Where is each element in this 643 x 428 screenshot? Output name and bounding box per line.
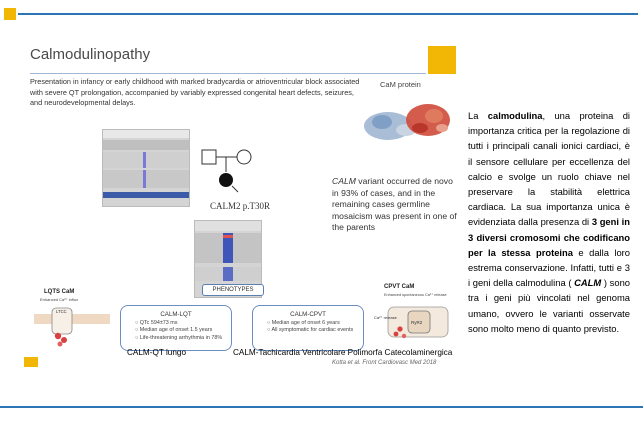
cpvt-cartoon: CPVT CaM Enhanced spontaneous Ca²⁺ relea… (370, 281, 458, 351)
variant-description-rest: variant occurred de novo in 93% of cases… (332, 176, 457, 233)
title-rule (30, 73, 426, 74)
protein-structure-image: CaM protein (354, 76, 458, 158)
calm-lqt-item: ○ QTc 594±73 ms (135, 319, 178, 326)
side-text-bold-italic: CALM (574, 277, 601, 288)
calm-cpvt-title: CALM-CPVT (290, 311, 326, 318)
pedigree-diagram (198, 148, 268, 208)
cpvt-cartoon-title: CPVT CaM (384, 284, 414, 290)
sequencing-trace-middle (194, 220, 262, 298)
embedded-slide: Calmodulinopathy Presentation in infancy… (24, 36, 460, 374)
calm-lqt-item: ○ Life-threatening arrhythmia in 78% (135, 334, 223, 341)
calm-cpvt-box: CALM-CPVT ○ Median age of onset 6 years … (252, 305, 364, 351)
side-text-segment: e dalla loro estrema conservazione. Infa… (468, 246, 630, 289)
top-accent-square (4, 8, 16, 20)
calm-cpvt-item: ○ All symptomatic for cardiac events (267, 327, 354, 333)
lqts-cartoon-subtitle: Enhanced Ca²⁺ influx (40, 297, 78, 302)
slide-title: Calmodulinopathy (30, 46, 151, 63)
variant-label: CALM2 p.T30R (210, 201, 271, 211)
top-rule (18, 13, 638, 15)
lqts-cartoon-channel: LTCC (56, 309, 67, 314)
cpvt-caption: CALM-Tachicardia Ventricolare Polimorfa … (233, 348, 453, 357)
sequencing-trace-top (102, 129, 190, 207)
phenotypes-label: PHENOTYPES (202, 284, 264, 296)
calm-cpvt-item: ○ Median age of onset 6 years (267, 319, 340, 326)
side-text-segment: ) sono tra i geni più vincolati nel geno… (468, 277, 630, 334)
cpvt-cartoon-channel: RyR2 (411, 320, 423, 325)
bottom-accent-square (24, 357, 38, 367)
calm-lqt-box: CALM-LQT ○ QTc 594±73 ms ○ Median age of… (120, 305, 232, 351)
ryanodine-receptor-icon: CPVT CaM Enhanced spontaneous Ca²⁺ relea… (374, 284, 449, 339)
top-bar (0, 0, 643, 30)
side-description: La calmodulina, una proteina di importan… (468, 108, 630, 336)
bottom-rule (0, 406, 643, 408)
lqts-cartoon-title: LQTS CaM (44, 289, 74, 295)
sequencing-trace-icon (195, 221, 261, 281)
variant-gene-name: CALM (332, 176, 356, 186)
side-text-bold: calmodulina (487, 110, 543, 121)
title-accent-square (428, 46, 456, 74)
protein-title: CaM protein (380, 80, 421, 89)
side-text-bold: 3 geni in 3 diversi cromosomi che codifi… (468, 216, 630, 258)
lqts-caption: CALM-QT lungo (127, 348, 187, 357)
sequencing-trace-icon (103, 130, 189, 198)
variant-description: CALM variant occurred de novo in 93% of … (332, 176, 458, 234)
calm-lqt-title: CALM-LQT (160, 311, 192, 318)
side-text-segment: , una proteina di importanza critica per… (468, 110, 630, 228)
pedigree-icon (201, 149, 252, 193)
cpvt-cartoon-release: Ca²⁺ release (374, 315, 398, 320)
protein-structure-icon (364, 104, 450, 140)
ion-channel-icon: LQTS CaM Enhanced Ca²⁺ influx LTCC (34, 289, 110, 347)
side-text-segment: La (468, 110, 488, 121)
cpvt-cartoon-subtitle: Enhanced spontaneous Ca²⁺ release (384, 293, 447, 297)
citation: Kotta et al. Front Cardiovasc Med 2018 (332, 360, 437, 366)
calm-lqt-item: ○ Median age of onset 1.5 years (135, 327, 213, 333)
side-text-gene: CALM (574, 277, 602, 289)
intro-text: Presentation in infancy or early childho… (30, 77, 360, 107)
lqts-cartoon: LQTS CaM Enhanced Ca²⁺ influx LTCC (30, 286, 114, 352)
